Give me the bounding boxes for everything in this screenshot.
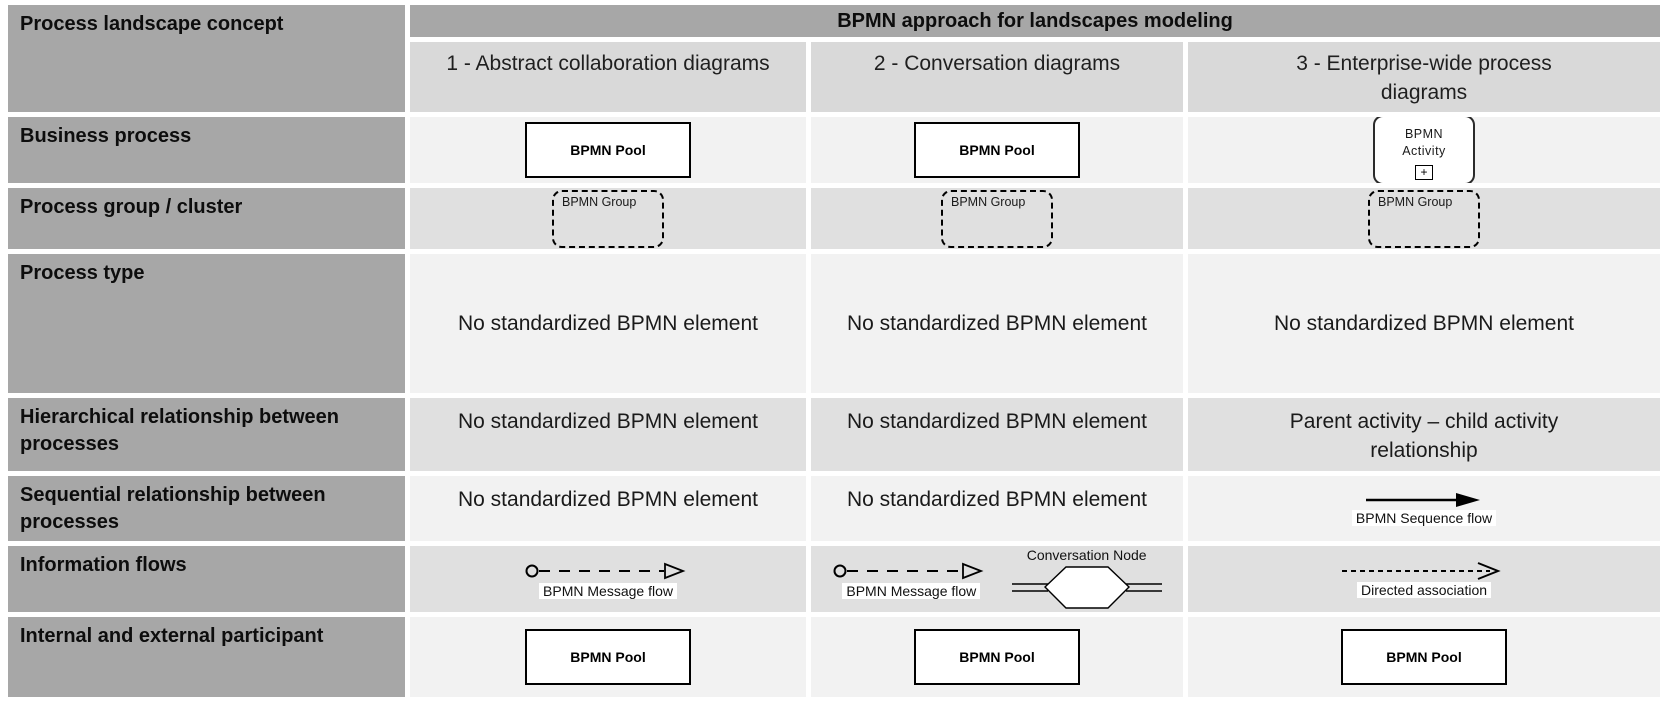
cell-sequential-col2: No standardized BPMN element <box>811 476 1183 541</box>
no-standardized-element-text: No standardized BPMN element <box>458 488 758 511</box>
corner-header-cell: Process landscape concept <box>8 5 405 112</box>
bpmn-sequence-flow-group: BPMN Sequence flow <box>1351 491 1497 526</box>
column-header-label: 1 - Abstract collaboration diagrams <box>446 52 770 75</box>
pool-label: BPMN Pool <box>570 142 646 158</box>
conversation-node-label: Conversation Node <box>1026 546 1147 563</box>
row-label: Hierarchical relationship between proces… <box>20 406 339 455</box>
no-standardized-element-text: No standardized BPMN element <box>847 488 1147 511</box>
table-title: BPMN approach for landscapes modeling <box>837 9 1233 32</box>
parent-child-relationship-text: Parent activity – child activity relatio… <box>1289 410 1559 463</box>
column-header-enterprise-wide: 3 - Enterprise-wide process diagrams <box>1188 42 1660 112</box>
cell-process-type-col3: No standardized BPMN element <box>1188 254 1660 393</box>
pool-label: BPMN Pool <box>1386 649 1462 665</box>
cell-process-group-col2: BPMN Group <box>811 188 1183 249</box>
cell-process-type-col1: No standardized BPMN element <box>410 254 806 393</box>
row-label: Information flows <box>20 554 187 576</box>
bpmn-group-shape: BPMN Group <box>941 189 1053 248</box>
bpmn-pool-shape: BPMN Pool <box>525 629 691 685</box>
cell-information-flows-col3: Directed association <box>1188 546 1660 612</box>
message-flow-label: BPMN Message flow <box>539 582 677 599</box>
group-label: BPMN Group <box>951 194 1026 209</box>
column-header-label: 3 - Enterprise-wide process diagrams <box>1296 52 1552 105</box>
bpmn-message-flow-group: BPMN Message flow <box>524 560 692 599</box>
bpmn-pool-shape: BPMN Pool <box>914 122 1080 178</box>
cell-business-process-col3: BPMN Activity + <box>1188 117 1660 183</box>
column-header-abstract-collaboration: 1 - Abstract collaboration diagrams <box>410 42 806 112</box>
row-label-sequential: Sequential relationship between processe… <box>8 476 405 541</box>
subprocess-plus-marker-icon: + <box>1415 165 1433 180</box>
cell-sequential-col3: BPMN Sequence flow <box>1188 476 1660 541</box>
row-label-process-type: Process type <box>8 254 405 393</box>
row-label: Internal and external participant <box>20 625 324 647</box>
bpmn-group-shape: BPMN Group <box>1368 189 1480 248</box>
row-label-business-process: Business process <box>8 117 405 183</box>
cell-hierarchical-col2: No standardized BPMN element <box>811 398 1183 471</box>
message-flow-arrow-icon <box>833 562 984 579</box>
row-label-information-flows: Information flows <box>8 546 405 612</box>
pool-label: BPMN Pool <box>959 649 1035 665</box>
cell-business-process-col2: BPMN Pool <box>811 117 1183 183</box>
row-label-process-group: Process group / cluster <box>8 188 405 249</box>
cell-participant-col1: BPMN Pool <box>410 617 806 697</box>
bpmn-message-flow-group: BPMN Message flow <box>832 560 990 599</box>
pool-label: BPMN Pool <box>959 142 1035 158</box>
cell-hierarchical-col1: No standardized BPMN element <box>410 398 806 471</box>
bpmn-pool-shape: BPMN Pool <box>525 122 691 178</box>
row-label: Business process <box>20 125 192 147</box>
conversation-node-icon <box>1011 565 1162 609</box>
no-standardized-element-text: No standardized BPMN element <box>458 311 758 335</box>
row-label-participant: Internal and external participant <box>8 617 405 697</box>
column-header-label: 2 - Conversation diagrams <box>873 52 1121 75</box>
activity-label: BPMN Activity <box>1402 127 1446 158</box>
message-flow-arrow-icon <box>525 562 686 579</box>
message-flow-label: BPMN Message flow <box>842 582 981 599</box>
group-label: BPMN Group <box>562 194 637 209</box>
sequence-flow-arrow-icon <box>1366 493 1480 507</box>
no-standardized-element-text: No standardized BPMN element <box>1274 311 1574 335</box>
row-label: Process group / cluster <box>20 196 243 218</box>
cell-sequential-col1: No standardized BPMN element <box>410 476 806 541</box>
cell-hierarchical-col3: Parent activity – child activity relatio… <box>1188 398 1660 471</box>
bpmn-pool-shape: BPMN Pool <box>914 629 1080 685</box>
directed-association-label: Directed association <box>1356 581 1492 598</box>
row-label: Process type <box>20 262 145 284</box>
directed-association-group: Directed association <box>1340 561 1508 598</box>
bpmn-landscape-comparison-table: Process landscape concept BPMN approach … <box>8 5 1660 697</box>
no-standardized-element-text: No standardized BPMN element <box>847 410 1147 433</box>
bpmn-group-shape: BPMN Group <box>552 189 664 248</box>
column-header-conversation: 2 - Conversation diagrams <box>811 42 1183 112</box>
cell-information-flows-col2: BPMN Message flow Conversation Node <box>811 546 1183 612</box>
cell-participant-col2: BPMN Pool <box>811 617 1183 697</box>
cell-process-type-col2: No standardized BPMN element <box>811 254 1183 393</box>
no-standardized-element-text: No standardized BPMN element <box>847 311 1147 335</box>
cell-process-group-col3: BPMN Group <box>1188 188 1660 249</box>
sequence-flow-label: BPMN Sequence flow <box>1351 510 1497 526</box>
cell-participant-col3: BPMN Pool <box>1188 617 1660 697</box>
pool-label: BPMN Pool <box>570 649 646 665</box>
directed-association-arrow-icon <box>1342 561 1501 580</box>
bpmn-activity-shape: BPMN Activity + <box>1373 117 1475 183</box>
row-label-hierarchical: Hierarchical relationship between proces… <box>8 398 405 471</box>
cell-process-group-col1: BPMN Group <box>410 188 806 249</box>
group-label: BPMN Group <box>1378 194 1453 209</box>
bpmn-pool-shape: BPMN Pool <box>1341 629 1507 685</box>
corner-label: Process landscape concept <box>20 13 284 35</box>
conversation-node-group: Conversation Node <box>1011 546 1162 612</box>
row-label: Sequential relationship between processe… <box>20 484 326 533</box>
no-standardized-element-text: No standardized BPMN element <box>458 410 758 433</box>
cell-business-process-col1: BPMN Pool <box>410 117 806 183</box>
cell-information-flows-col1: BPMN Message flow <box>410 546 806 612</box>
table-title-cell: BPMN approach for landscapes modeling <box>410 5 1660 37</box>
